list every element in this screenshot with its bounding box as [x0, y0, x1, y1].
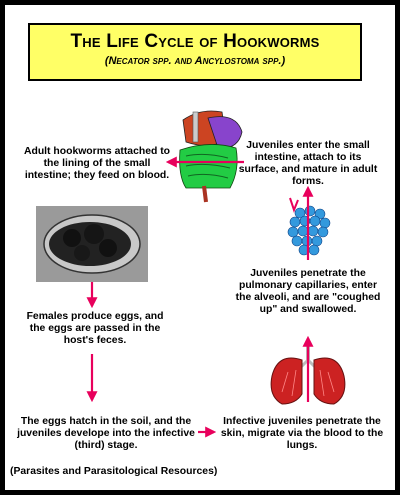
step-penetrate-skin: Infective juveniles penetrate the skin, …: [220, 416, 384, 451]
spp-label-2: spp.: [262, 55, 282, 67]
page-subtitle: (Necator spp. and Ancylostoma spp.): [104, 55, 286, 67]
egg-micrograph-icon: [36, 206, 148, 282]
lungs-icon: [270, 340, 346, 405]
step-intestine: Juveniles enter the small intestine, att…: [238, 140, 378, 187]
spp-label-1: spp.: [152, 55, 172, 67]
credit-line: (Parasites and Parasitological Resources…: [10, 466, 218, 477]
genus-ancylostoma: Ancylostoma: [194, 55, 260, 67]
step-lungs: Juveniles penetrate the pulmonary capill…: [235, 268, 381, 315]
digestive-system-icon: [179, 110, 243, 203]
step-hatch: The eggs hatch in the soil, and the juve…: [17, 416, 195, 451]
genus-necator: Necator: [108, 55, 150, 67]
title-box: The Life Cycle of Hookworms (Necator spp…: [28, 23, 362, 81]
step-adults: Adult hookworms attached to the lining o…: [23, 146, 171, 181]
page-title: The Life Cycle of Hookworms: [70, 31, 320, 52]
cycle-arrows: [86, 156, 314, 438]
step-eggs-passed: Females produce eggs, and the eggs are p…: [26, 311, 164, 346]
and-label: and: [174, 55, 193, 67]
